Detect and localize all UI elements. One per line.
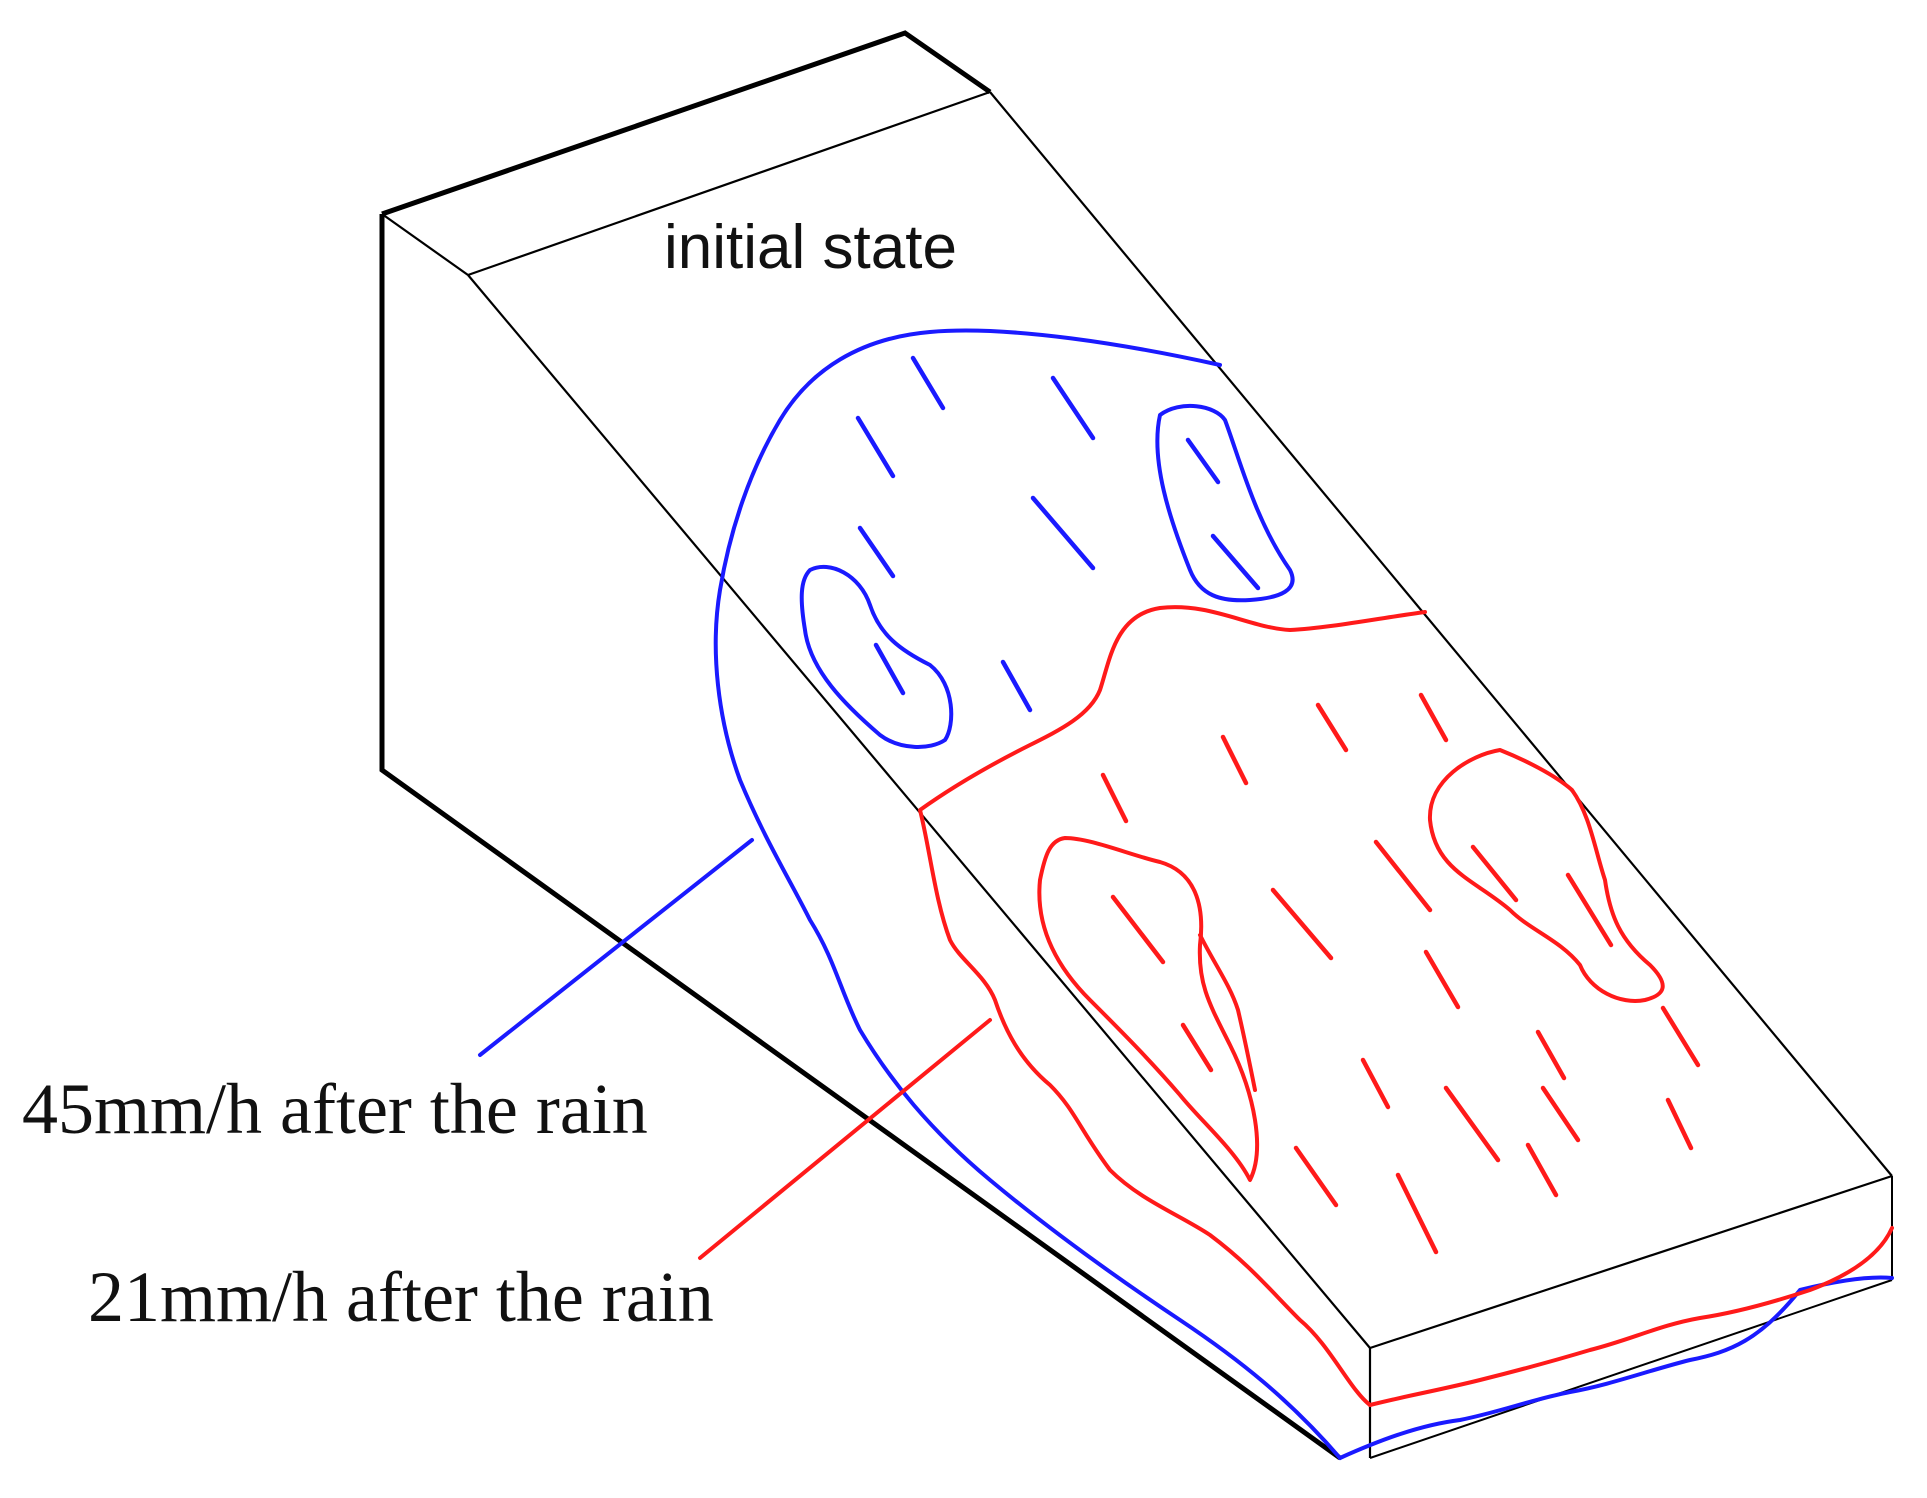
front-bottom-edge [1369,1279,1893,1459]
rain45-island-2 [799,564,954,749]
toe-edge [1369,1174,1893,1350]
rain21-island-1 [1427,748,1665,1003]
rain21-island-2 [1037,836,1260,1182]
block-left-face [379,214,1342,1461]
rain21-boundary [918,605,1427,1407]
rain45-crack-marks [855,355,1261,713]
rain45-front-line [1338,1275,1894,1460]
rain45-label: 45mm/h after the rain [22,1069,648,1149]
block-top-back-edge [381,30,992,217]
rain45-leader-line [478,838,754,1057]
rain45-island-1 [1155,403,1295,603]
rain21-label: 21mm/h after the rain [88,1257,714,1337]
initial-state-label: initial state [664,213,957,282]
crest-line [467,90,991,277]
rain21-leader-line [698,1018,992,1260]
slope-block [379,30,1893,1461]
rain21-front-line [1368,1226,1894,1407]
rain21-crack-marks [1100,692,1701,1255]
rain21-inner-arc [1198,933,1257,1092]
rain45-zone [713,328,1894,1460]
rain45-boundary [713,328,1342,1460]
rain21-zone [918,605,1894,1407]
slope-right-edge [989,91,1893,1177]
crest-edge-front [381,213,469,276]
